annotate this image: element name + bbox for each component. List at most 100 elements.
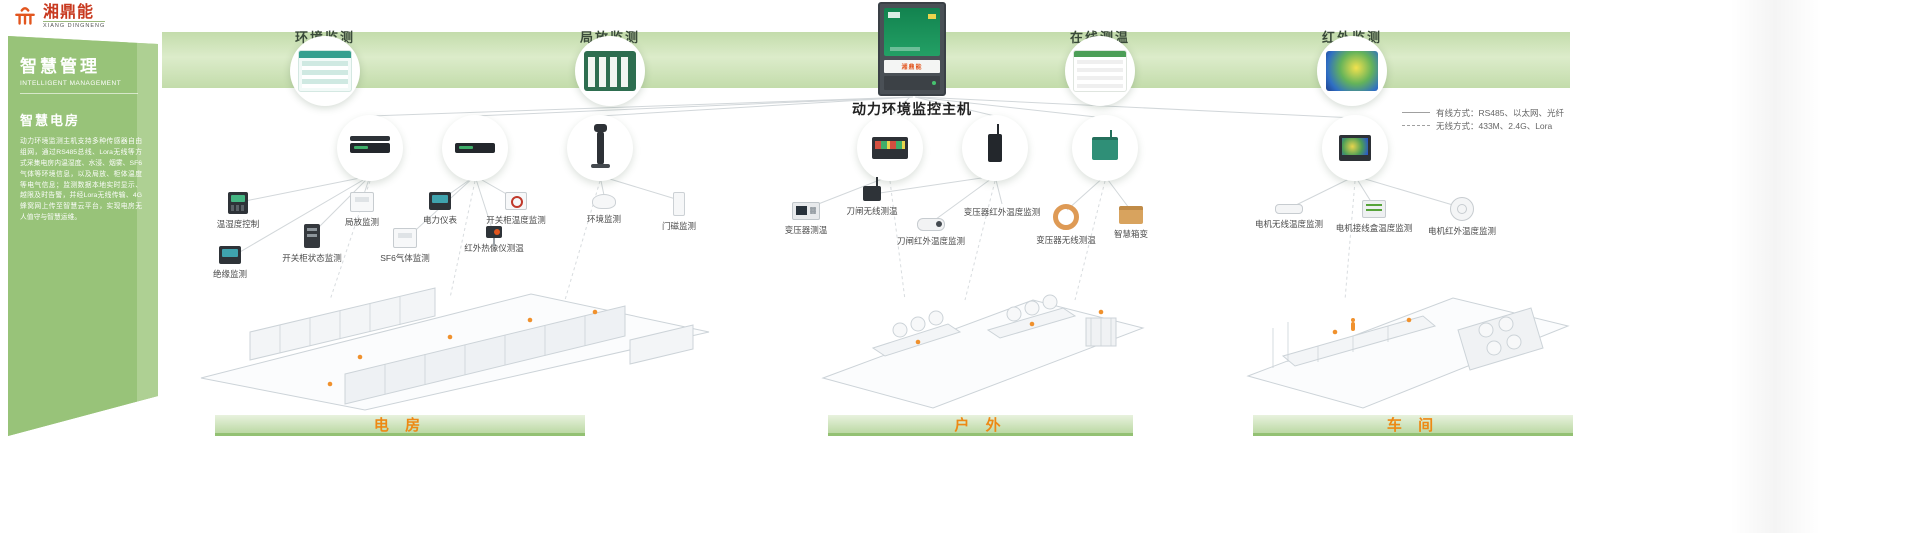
- device-transformer-infrared-temp: 变压器红外温度监测: [952, 203, 1052, 218]
- infrared-thermal-screenshot: [1326, 51, 1378, 91]
- device-partial-discharge: 局放监测: [312, 192, 412, 228]
- device-motor-wireless-temp: 电机无线温度监测: [1239, 196, 1339, 230]
- device-label: 变压器无线测温: [1036, 235, 1096, 245]
- motor-icon: [1450, 197, 1474, 221]
- temperature-relay-icon: [505, 192, 527, 210]
- device-label: 电力仪表: [422, 215, 457, 225]
- device-motor-infrared-temp: 电机红外温度监测: [1412, 197, 1512, 237]
- thermal-display-icon: [1339, 135, 1371, 161]
- power-room-scene: [195, 262, 715, 412]
- device-power-meter: 电力仪表: [390, 192, 490, 226]
- wireless-receiver-icon: [988, 124, 1002, 162]
- sf6-sensor-icon: [393, 228, 417, 248]
- bullet-camera-icon: [917, 218, 945, 231]
- sidebar-title-en: INTELLIGENT MANAGEMENT: [20, 80, 138, 94]
- hub-multiscreen-monitor: [857, 115, 923, 181]
- device-label: 红外热像仪测温: [464, 243, 524, 253]
- device-insulation-monitoring: 绝缘监测: [180, 246, 280, 280]
- device-motor-junction-box-temp: 电机接线盒温度监测: [1324, 200, 1424, 234]
- device-label: 智慧箱变: [1113, 229, 1148, 239]
- device-label: 开关柜温度监测: [486, 215, 546, 225]
- environment-sensor-icon: [592, 194, 616, 209]
- section-bar-outdoor: 户 外: [828, 415, 1133, 436]
- legend-wireless-row: 无线方式：433M、2.4G、Lora: [1402, 119, 1564, 132]
- power-meter-icon: [429, 192, 451, 210]
- online-temp-dashboard-circle: [1065, 36, 1135, 106]
- environment-dashboard-circle: [290, 36, 360, 106]
- device-label: 刀闸无线测温: [846, 206, 898, 216]
- device-sf6-gas: SF6气体监测: [355, 228, 455, 264]
- device-knife-switch-infrared-temp: 刀闸红外温度监测: [881, 218, 981, 247]
- section-label-workshop: 车 间: [1386, 416, 1440, 434]
- partial-discharge-screenshot: [584, 51, 636, 91]
- section-bar-power-room: 电 房: [215, 415, 585, 436]
- temp-humidity-controller-icon: [228, 192, 248, 214]
- sidebar-subtitle: 智慧电房: [20, 113, 81, 128]
- hub-collector-1: [337, 115, 403, 181]
- device-infrared-thermal-imager: 红外热像仪测温: [444, 226, 544, 254]
- hub-collector-2: [442, 115, 508, 181]
- device-label: 电机接线盒温度监测: [1335, 223, 1413, 233]
- host-label: 动力环境监控主机: [852, 101, 972, 117]
- junction-box-icon: [1362, 200, 1386, 218]
- device-knife-switch-wireless-temp: 刀闸无线测温: [822, 177, 922, 217]
- box-transformer-icon: [1119, 206, 1143, 224]
- gateway-device-icon: [1092, 129, 1118, 160]
- connection-legend: 有线方式：RS485、以太网、光纤 无线方式：433M、2.4G、Lora: [1402, 106, 1564, 132]
- device-label: 门磁监测: [661, 221, 696, 231]
- device-transformer-temperature: 变压器测温: [756, 202, 856, 236]
- outdoor-scene: [818, 268, 1150, 414]
- wireless-sensor-icon: [863, 177, 881, 201]
- device-label: 环境监测: [586, 214, 621, 224]
- host-brand-strip: 湘鼎能: [884, 60, 940, 73]
- wireless-line-sample: [1402, 125, 1430, 126]
- section-bar-workshop: 车 间: [1253, 415, 1573, 436]
- brand-logo-icon: [15, 7, 35, 25]
- hub-wireless-receiver: [962, 115, 1028, 181]
- sidebar-description: 动力环境监测主机支持多种传感器自由组网，通过RS485总线、Lora无线等方式采…: [20, 138, 142, 222]
- device-environment-sensor: 环境监测: [554, 194, 654, 225]
- device-temp-humidity-control: 温湿度控制: [188, 192, 288, 230]
- device-label: 刀闸红外温度监测: [896, 236, 965, 246]
- device-label: 变压器红外温度监测: [963, 207, 1041, 217]
- brand-logo: 湘鼎能 XIANG DINGNENG: [12, 4, 106, 30]
- section-label-power-room: 电 房: [373, 416, 427, 434]
- data-collector-icon: [350, 136, 390, 153]
- hub-gateway: [1072, 115, 1138, 181]
- device-label: 绝缘监测: [212, 269, 247, 279]
- partial-discharge-dashboard-circle: [575, 36, 645, 106]
- legend-wired-text: 有线方式：RS485、以太网、光纤: [1436, 107, 1564, 118]
- device-label: 温湿度控制: [216, 219, 260, 229]
- section-label-outdoor: 户 外: [954, 416, 1007, 434]
- sidebar-title: 智慧管理: [20, 57, 100, 76]
- multi-screen-device-icon: [872, 137, 908, 159]
- wired-line-sample: [1402, 112, 1430, 113]
- online-temp-screenshot: [1073, 50, 1127, 92]
- brand-name-zh: 湘鼎能: [43, 4, 95, 21]
- temperature-instrument-icon: [792, 202, 820, 220]
- device-smart-box-transformer: 智慧箱变: [1081, 206, 1181, 240]
- brand-name-en: XIANG DINGNENG: [43, 21, 106, 29]
- probe-sensor-icon: [1275, 204, 1303, 214]
- device-label: 局放监测: [344, 217, 379, 227]
- page-fold-shading: [1730, 0, 1820, 533]
- infrared-dashboard-circle: [1317, 36, 1387, 106]
- device-transformer-wireless-temp: 变压器无线测温: [1016, 204, 1116, 246]
- antenna-pole-icon: [590, 124, 610, 168]
- monitoring-host-device: 湘鼎能: [878, 2, 946, 96]
- device-switchgear-temperature: 开关柜温度监测: [466, 192, 566, 226]
- pd-sensor-icon: [350, 192, 374, 212]
- device-label: 电机无线温度监测: [1254, 219, 1323, 229]
- switchgear-cabinet-icon: [304, 224, 320, 248]
- ct-ring-sensor-icon: [1053, 204, 1079, 230]
- legend-wireless-text: 无线方式：433M、2.4G、Lora: [1436, 120, 1553, 131]
- data-collector-icon: [455, 143, 495, 153]
- device-label: 开关柜状态监测: [282, 253, 342, 263]
- device-label: 电机红外温度监测: [1427, 226, 1496, 236]
- host-screen: [884, 8, 940, 56]
- legend-wired-row: 有线方式：RS485、以太网、光纤: [1402, 106, 1564, 119]
- device-switchgear-status: 开关柜状态监测: [262, 224, 362, 264]
- device-label: SF6气体监测: [380, 253, 430, 263]
- sidebar-panel: 智慧管理 INTELLIGENT MANAGEMENT 智慧电房 动力环境监测主…: [8, 36, 158, 436]
